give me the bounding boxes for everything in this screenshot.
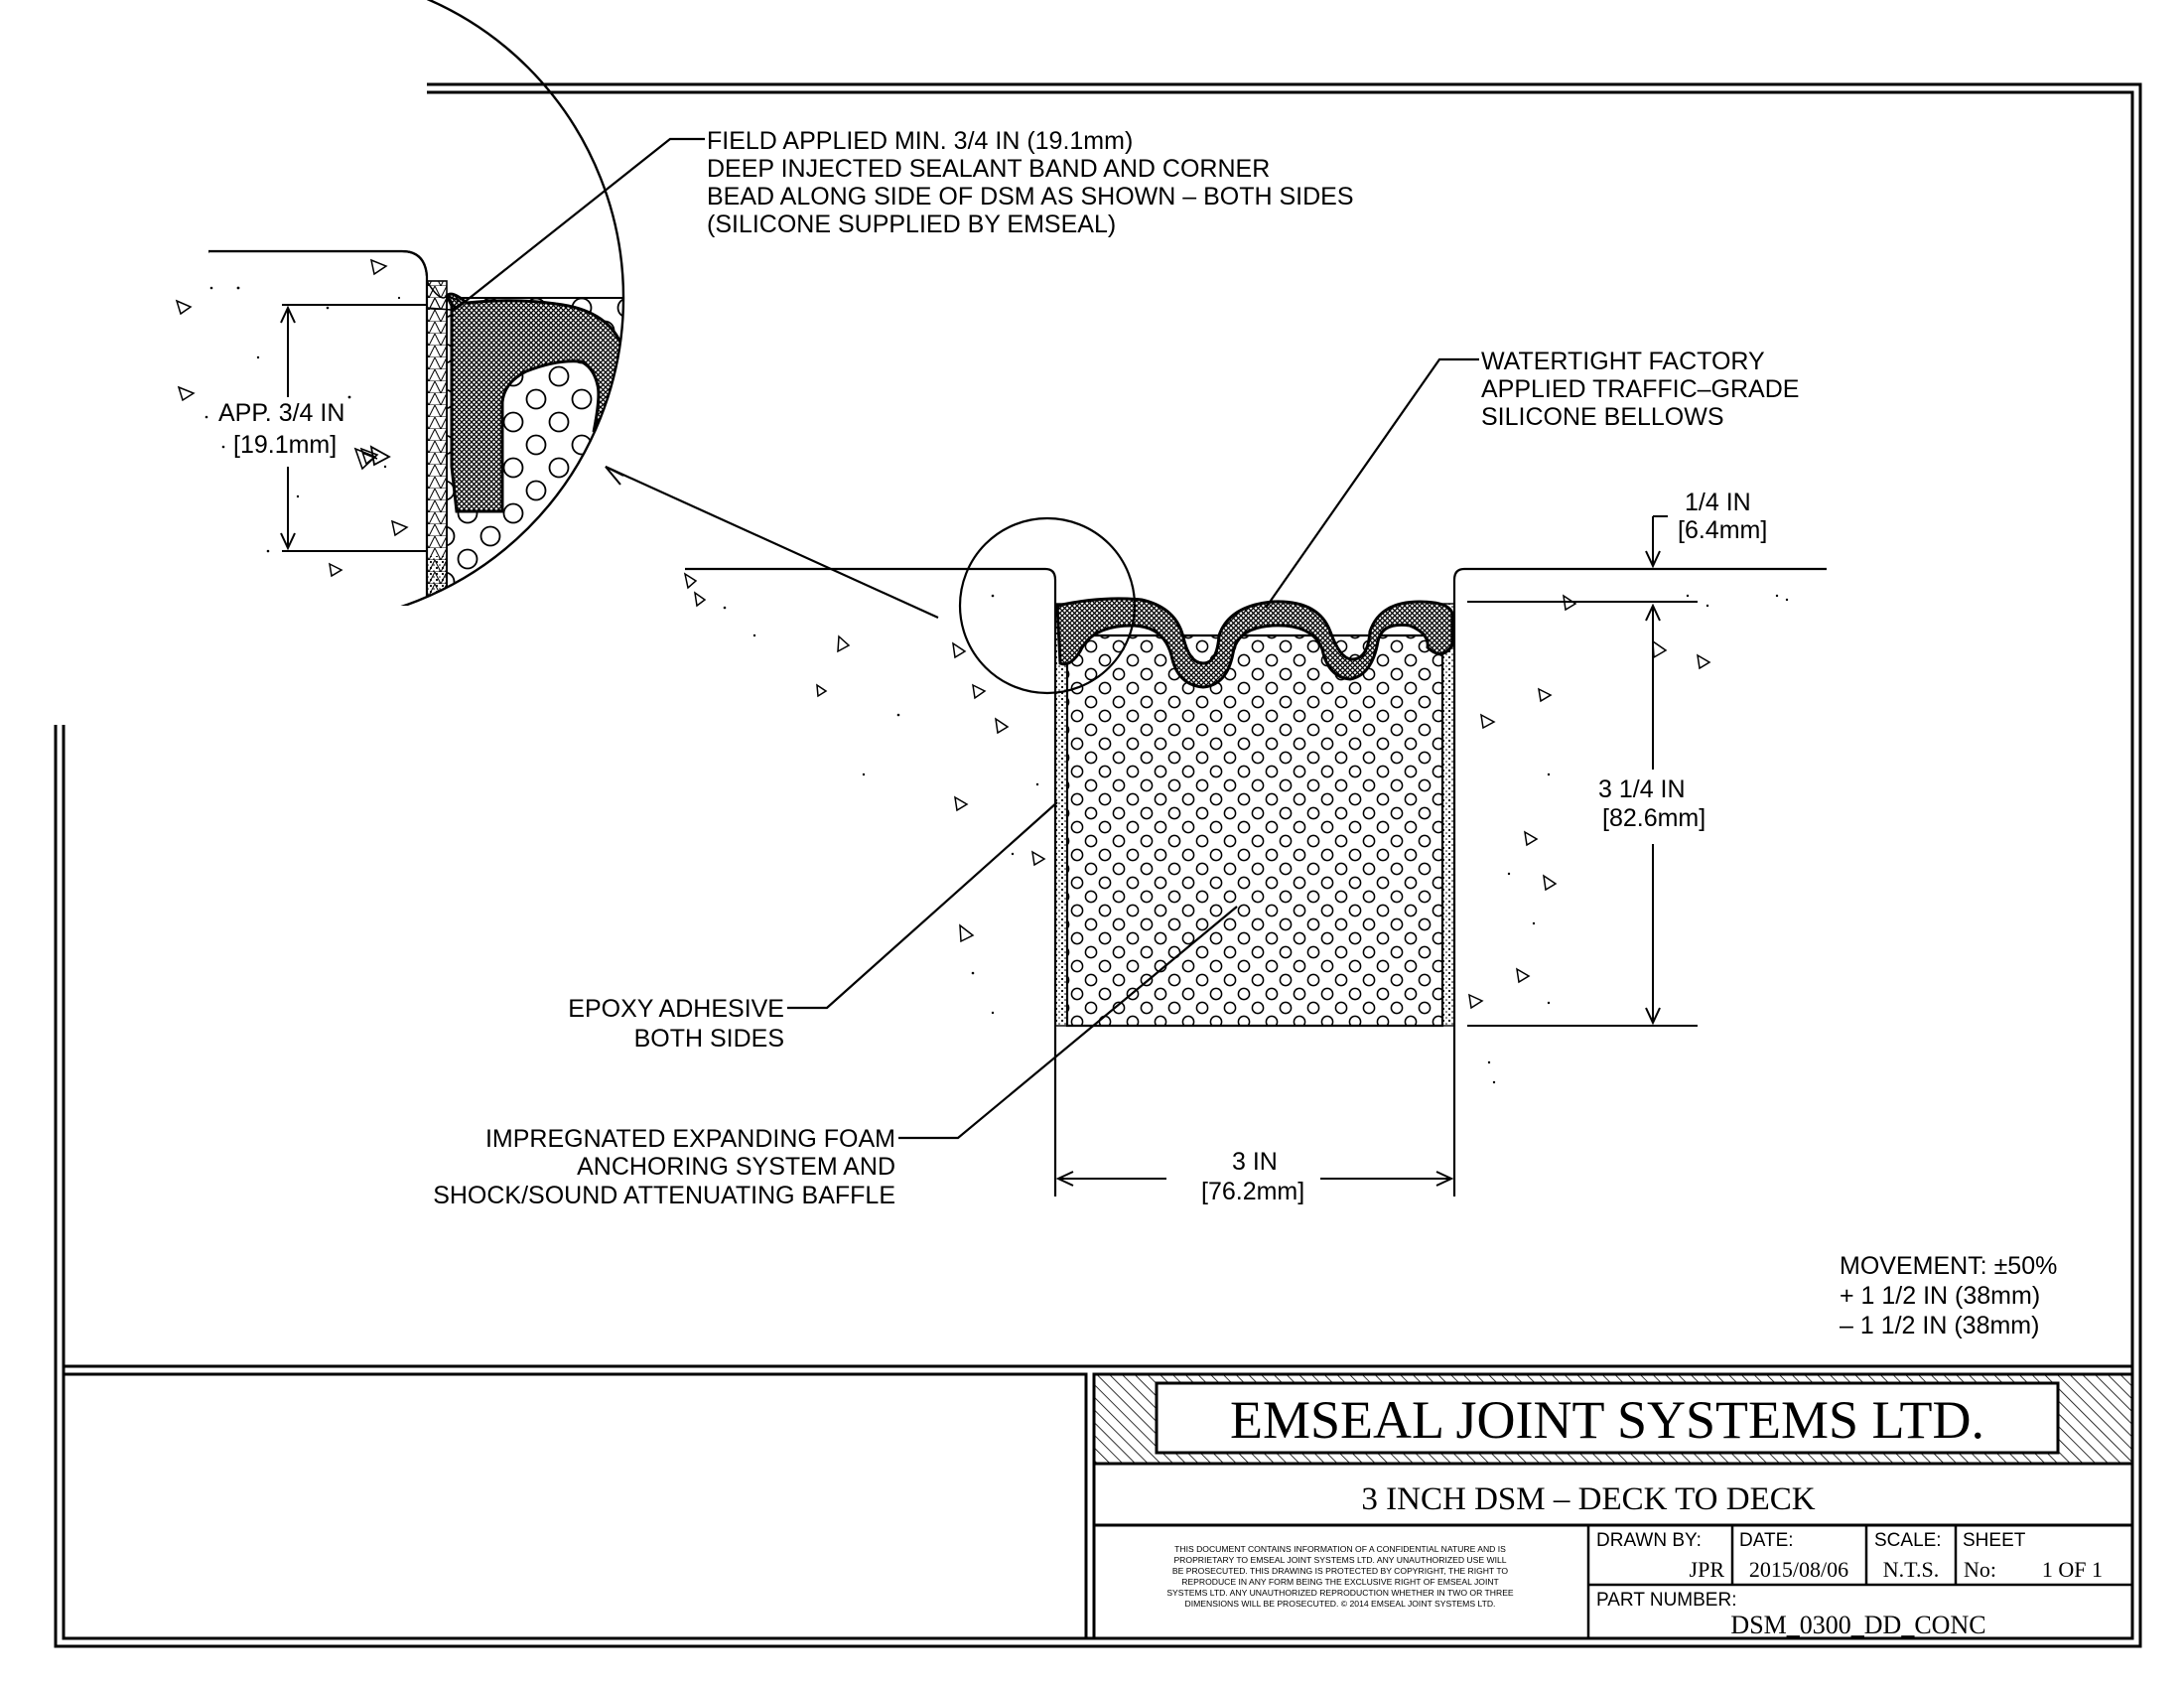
- foam-note: IMPREGNATED EXPANDING FOAM ANCHORING SYS…: [433, 1125, 895, 1209]
- svg-text:THIS DOCUMENT CONTAINS INFORMA: THIS DOCUMENT CONTAINS INFORMATION OF A …: [1174, 1544, 1506, 1554]
- depth-dimension-mm: [82.6mm]: [1602, 804, 1706, 832]
- svg-text:APPLIED TRAFFIC–GRADE: APPLIED TRAFFIC–GRADE: [1481, 375, 1799, 403]
- svg-text:SILICONE BELLOWS: SILICONE BELLOWS: [1481, 403, 1724, 431]
- depth-dimension: [1467, 603, 1698, 1027]
- width-dimension: [1055, 1171, 1454, 1187]
- svg-text:BEAD ALONG SIDE OF DSM AS SHOW: BEAD ALONG SIDE OF DSM AS SHOWN – BOTH S…: [707, 183, 1354, 211]
- sheet-no-label: No:: [1964, 1557, 1996, 1582]
- foam-leader: [898, 906, 1238, 1140]
- svg-text:IMPREGNATED EXPANDING FOAM: IMPREGNATED EXPANDING FOAM: [485, 1125, 895, 1153]
- svg-text:BE PROSECUTED. THIS DRAWING IS: BE PROSECUTED. THIS DRAWING IS PROTECTED…: [1172, 1566, 1509, 1576]
- svg-text:(SILICONE SUPPLIED BY EMSEAL): (SILICONE SUPPLIED BY EMSEAL): [707, 211, 1116, 238]
- svg-text:MOVEMENT: ±50%: MOVEMENT: ±50%: [1840, 1252, 2057, 1280]
- disclaimer: THIS DOCUMENT CONTAINS INFORMATION OF A …: [1166, 1544, 1514, 1609]
- main-section: [685, 567, 1827, 1196]
- revision-box: [62, 1372, 1088, 1640]
- sheet-value: 1 OF 1: [2042, 1557, 2103, 1582]
- svg-text:SHOCK/SOUND ATTENUATING BAFFLE: SHOCK/SOUND ATTENUATING BAFFLE: [433, 1182, 895, 1209]
- sealant-note: FIELD APPLIED MIN. 3/4 IN (19.1mm) DEEP …: [707, 127, 1354, 238]
- left-deck: [685, 567, 1057, 1196]
- detail-dimension-mm: [19.1mm]: [233, 431, 337, 459]
- detail-dimension: [280, 304, 427, 552]
- svg-text:EPOXY ADHESIVE: EPOXY ADHESIVE: [568, 995, 784, 1023]
- svg-text:DEEP INJECTED SEALANT BAND AND: DEEP INJECTED SEALANT BAND AND CORNER: [707, 155, 1270, 183]
- outer-border: [54, 82, 2142, 1648]
- svg-text:ANCHORING SYSTEM AND: ANCHORING SYSTEM AND: [577, 1153, 895, 1181]
- part-number-label: PART NUMBER:: [1596, 1590, 1736, 1611]
- detail-callout-line: [605, 465, 939, 620]
- drawing-title: 3 INCH DSM – DECK TO DECK: [1361, 1481, 1815, 1517]
- drawn-by-label: DRAWN BY:: [1596, 1530, 1702, 1551]
- epoxy-left: [1054, 603, 1068, 1027]
- foam-body: [1065, 633, 1444, 1028]
- epoxy-leader: [787, 801, 1058, 1010]
- detail-dimension-in: APP. 3/4 IN: [218, 399, 344, 427]
- recess-dimension-mm: [6.4mm]: [1678, 516, 1767, 544]
- bellows-leader: [1265, 357, 1479, 609]
- right-deck: [1452, 567, 1827, 1196]
- svg-text:SYSTEMS LTD. ANY UNAUTHORIZED: SYSTEMS LTD. ANY UNAUTHORIZED REPRODUCTI…: [1166, 1588, 1514, 1598]
- bellows-note: WATERTIGHT FACTORY APPLIED TRAFFIC–GRADE…: [1481, 348, 1799, 431]
- svg-text:FIELD APPLIED MIN. 3/4 IN (19.: FIELD APPLIED MIN. 3/4 IN (19.1mm): [707, 127, 1133, 155]
- svg-text:– 1 1/2 IN (38mm): – 1 1/2 IN (38mm): [1840, 1312, 2039, 1339]
- date-label: DATE:: [1739, 1530, 1794, 1551]
- company-name: EMSEAL JOINT SYSTEMS LTD.: [1230, 1390, 1984, 1450]
- width-dimension-mm: [76.2mm]: [1201, 1178, 1304, 1205]
- drawn-by-value: JPR: [1690, 1557, 1725, 1582]
- svg-text:BOTH SIDES: BOTH SIDES: [634, 1025, 784, 1053]
- depth-dimension-in: 3 1/4 IN: [1598, 775, 1686, 803]
- scale-label: SCALE:: [1874, 1530, 1942, 1551]
- detail-marker-circle: [958, 516, 1137, 695]
- svg-text:WATERTIGHT FACTORY: WATERTIGHT FACTORY: [1481, 348, 1765, 375]
- recess-dimension-in: 1/4 IN: [1685, 489, 1751, 516]
- scale-value: N.T.S.: [1883, 1557, 1939, 1582]
- svg-text:+ 1 1/2 IN (38mm): + 1 1/2 IN (38mm): [1840, 1282, 2040, 1310]
- title-block: [1092, 1372, 2134, 1640]
- svg-text:DIMENSIONS WILL BE PROSECUTED.: DIMENSIONS WILL BE PROSECUTED. © 2014 EM…: [1185, 1599, 1496, 1609]
- sealant-leader: [454, 137, 705, 311]
- epoxy-right: [1441, 603, 1455, 1027]
- svg-text:PROPRIETARY TO EMSEAL JOINT SY: PROPRIETARY TO EMSEAL JOINT SYSTEMS LTD.…: [1173, 1555, 1506, 1565]
- movement-note: MOVEMENT: ±50% + 1 1/2 IN (38mm) – 1 1/2…: [1840, 1252, 2057, 1339]
- recess-dimension: [1467, 515, 1698, 603]
- width-dimension-in: 3 IN: [1232, 1148, 1278, 1176]
- silicone-bellows: [1055, 597, 1454, 689]
- epoxy-note: EPOXY ADHESIVE BOTH SIDES: [568, 995, 784, 1053]
- part-number-value: DSM_0300_DD_CONC: [1730, 1611, 1985, 1639]
- date-value: 2015/08/06: [1749, 1557, 1848, 1582]
- svg-text:REPRODUCE IN ANY FORM BEING TH: REPRODUCE IN ANY FORM BEING THE EXCLUSIV…: [1181, 1577, 1499, 1587]
- sheet-label: SHEET: [1963, 1530, 2026, 1551]
